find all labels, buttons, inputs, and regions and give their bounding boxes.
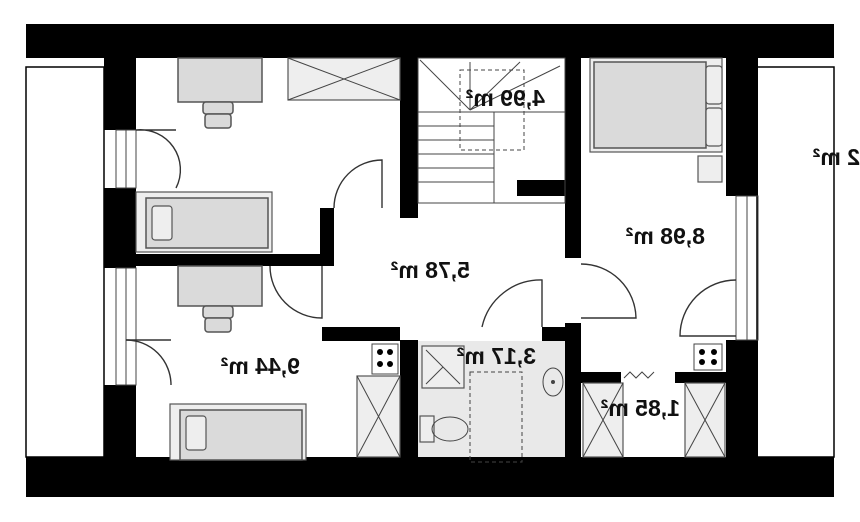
area-label-hall: 5,78 m² — [390, 257, 470, 283]
hall-doors — [269, 159, 637, 328]
bathroom-fixtures — [418, 341, 565, 463]
area-label-ne: 8,98 m² — [625, 223, 705, 249]
area-label-bath: 3,17 m² — [456, 343, 536, 369]
area-label-nw: 9,52 m² — [812, 144, 860, 170]
room-nw-furniture — [135, 57, 401, 253]
area-label-stair: 4,99 m² — [465, 85, 545, 111]
windows — [115, 129, 759, 386]
area-label-sw: 9,44 m² — [220, 353, 300, 379]
room-sw-furniture — [125, 265, 401, 461]
walls — [26, 24, 834, 497]
area-label-closet: 1,85 m² — [600, 395, 680, 421]
room-labels: 9,52 m² 4,99 m² 8,98 m² 5,78 m² 9,44 m² … — [220, 85, 860, 421]
staircase — [417, 57, 566, 204]
right-roof-area — [756, 66, 835, 458]
closet-furniture — [582, 343, 726, 458]
left-roof-area — [25, 66, 105, 458]
room-ne-furniture — [589, 57, 737, 337]
